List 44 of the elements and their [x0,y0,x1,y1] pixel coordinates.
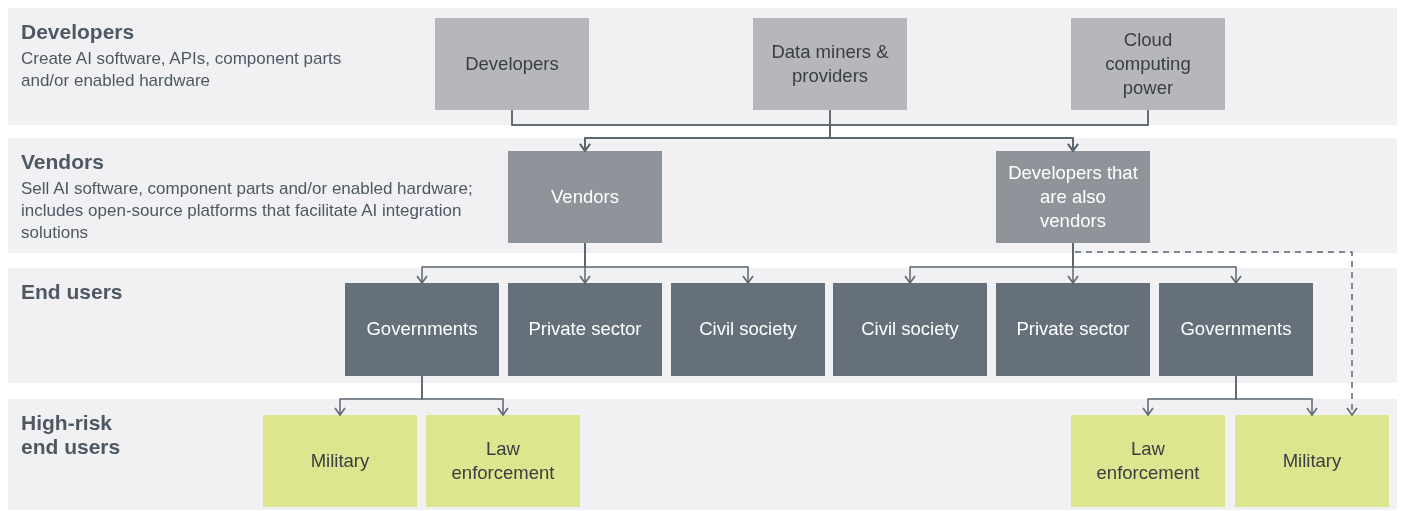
actor-box [753,18,907,110]
arrow [421,375,509,416]
arrow [829,109,1149,152]
box-label: Developers that are also vendors [1007,160,1139,233]
band-heading: Developers [21,20,136,45]
band-heading: Vendors [21,150,105,175]
box-label: Private sector [1016,317,1130,342]
band-background [8,8,1397,125]
band-description: Sell AI software, component parts and/or enabled hardware; includes open-source platforms that facilitate AI integration solutions [21,178,474,245]
arrow [584,242,754,284]
band-heading: High-risk end users [21,411,122,460]
band-background [8,399,1397,510]
box-label: Vendors [551,184,619,209]
box-label: Military [310,448,370,473]
band-background [8,138,1397,253]
arrow [1235,375,1318,416]
actor-box [508,151,662,243]
actor-box [1071,415,1225,507]
actor-box [263,415,417,507]
box-label: Governments [1180,317,1292,342]
actor-box [833,283,987,376]
actor-box [1071,18,1225,110]
box-label: Private sector [528,317,642,342]
actor-box [508,283,662,376]
actor-box [1159,283,1313,376]
actor-box [345,283,499,376]
box-label: Law enforcement [450,436,556,485]
actor-box [996,283,1150,376]
box-label: Military [1282,448,1342,473]
box-label: Law enforcement [1095,436,1201,485]
actor-box [426,415,580,507]
actor-box [996,151,1150,243]
actor-box [671,283,825,376]
box-label: Civil society [861,317,959,342]
box-label: Cloud computing power [1104,27,1192,100]
actor-box [1235,415,1389,507]
band-description: Create AI software, APIs, component parts and/or enabled hardware [21,48,343,93]
actor-box [435,18,589,110]
band-heading: End users [21,280,124,305]
band-background [8,268,1397,383]
box-label: Developers [465,51,559,76]
box-label: Civil society [699,317,797,342]
box-label: Governments [366,317,478,342]
box-label: Data miners & providers [770,39,890,88]
